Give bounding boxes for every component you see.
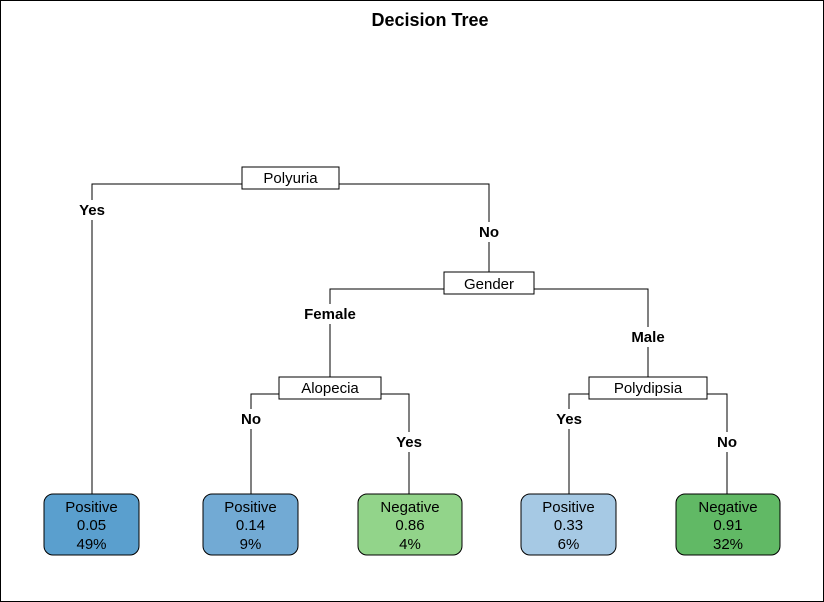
leaf-pct-1: 49% xyxy=(76,536,106,553)
edge-root-right xyxy=(339,183,490,272)
leaf-node-3: Negative 0.86 4% xyxy=(357,493,463,556)
leaf-node-4: Positive 0.33 6% xyxy=(520,493,617,556)
split-node-polyuria: Polyuria xyxy=(241,166,340,190)
leaf-pct-4: 6% xyxy=(558,536,580,553)
leaf-box-4 xyxy=(520,493,617,556)
edge-label-root-right: No xyxy=(479,224,499,241)
leaf-class-2: Positive xyxy=(224,499,277,516)
leaf-class-1: Positive xyxy=(65,499,118,516)
leaf-pct-3: 4% xyxy=(399,536,421,553)
leaf-prob-1: 0.05 xyxy=(77,517,106,534)
edge-label-gender-right: Male xyxy=(631,329,664,346)
edge-label-alopecia-right: Yes xyxy=(396,434,422,451)
leaf-pct-5: 32% xyxy=(713,536,743,553)
leaf-pct-2: 9% xyxy=(240,536,262,553)
leaf-prob-4: 0.33 xyxy=(554,517,583,534)
leaf-node-1: Positive 0.05 49% xyxy=(43,493,140,556)
split-label-gender: Gender xyxy=(464,276,514,293)
diagram-title: Decision Tree xyxy=(371,10,488,30)
leaf-box-1 xyxy=(43,493,140,556)
split-label-alopecia: Alopecia xyxy=(301,380,359,397)
edge-gender-right xyxy=(534,288,649,377)
edge-label-polydipsia-right: No xyxy=(717,434,737,451)
leaf-prob-3: 0.86 xyxy=(395,517,424,534)
leaf-box-5 xyxy=(675,493,781,556)
split-node-polydipsia: Polydipsia xyxy=(588,376,708,400)
split-label-polydipsia: Polydipsia xyxy=(614,380,683,397)
leaf-prob-2: 0.14 xyxy=(236,517,265,534)
edge-label-root-left: Yes xyxy=(79,202,105,219)
edge-alopecia-right xyxy=(381,393,410,494)
edge-label-polydipsia-left: Yes xyxy=(556,411,582,428)
edge-label-gender-left: Female xyxy=(304,306,356,323)
leaf-class-5: Negative xyxy=(698,499,757,516)
split-label-polyuria: Polyuria xyxy=(263,170,318,187)
edge-root-left xyxy=(91,183,242,494)
leaf-prob-5: 0.91 xyxy=(713,517,742,534)
edge-label-alopecia-left: No xyxy=(241,411,261,428)
edge-polydipsia-left xyxy=(568,393,589,494)
edge-polydipsia-right xyxy=(707,393,728,494)
leaf-class-3: Negative xyxy=(380,499,439,516)
leaf-box-2 xyxy=(202,493,299,556)
leaf-node-5: Negative 0.91 32% xyxy=(675,493,781,556)
split-node-gender: Gender xyxy=(443,271,535,295)
leaf-node-2: Positive 0.14 9% xyxy=(202,493,299,556)
edge-gender-left xyxy=(329,288,444,377)
leaf-box-3 xyxy=(357,493,463,556)
edge-alopecia-left xyxy=(250,393,279,494)
split-node-alopecia: Alopecia xyxy=(278,376,382,400)
leaf-class-4: Positive xyxy=(542,499,595,516)
